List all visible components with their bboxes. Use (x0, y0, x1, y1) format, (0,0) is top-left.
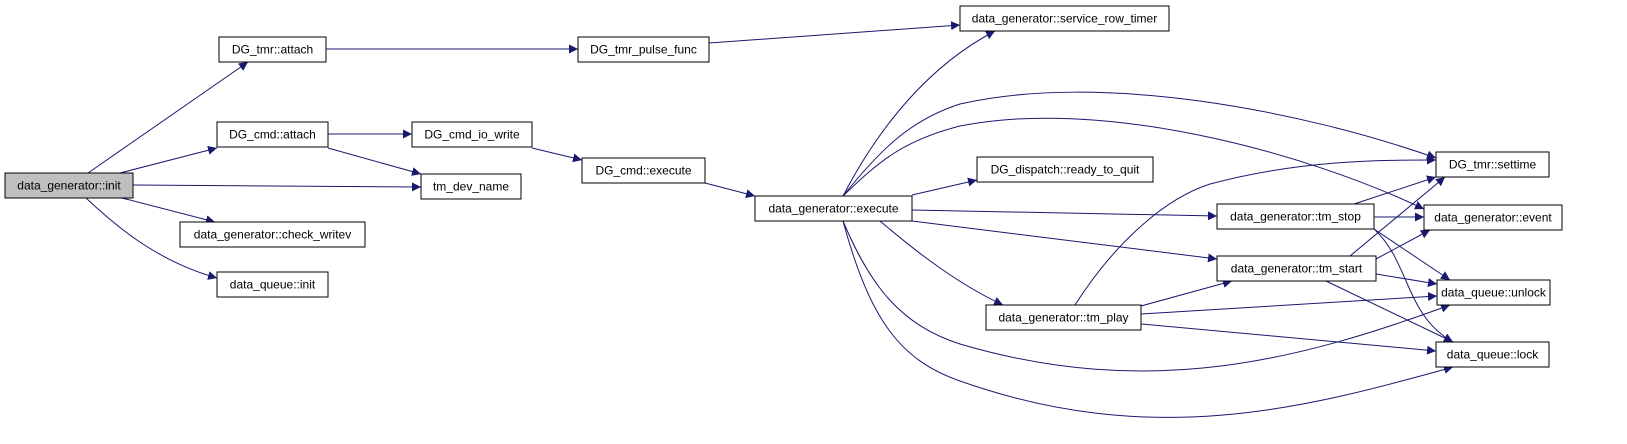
node-check-writev[interactable]: data_generator::check_writev (179, 221, 366, 248)
edge-gen-exec-to-tm-play (879, 220, 1004, 306)
svg-text:data_generator::check_writev: data_generator::check_writev (194, 228, 351, 242)
node-data-generator-init[interactable]: data_generator::init (4, 172, 134, 199)
svg-text:tm_dev_name: tm_dev_name (433, 180, 509, 194)
svg-text:data_generator::tm_stop: data_generator::tm_stop (1230, 210, 1361, 224)
edge-tm-start-to-lock (1325, 280, 1454, 343)
edge-cmd-attach-to-tm-dev (327, 147, 422, 176)
node-tm-stop[interactable]: data_generator::tm_stop (1216, 203, 1375, 230)
svg-text:data_queue::lock: data_queue::lock (1447, 348, 1539, 362)
svg-text:DG_cmd_io_write: DG_cmd_io_write (424, 128, 520, 142)
edge-cmd-exec-to-gen-exec (704, 182, 756, 199)
edge-gen-exec-to-lock (842, 220, 1454, 418)
nodes-layer: data_generator::init DG_tmr::attach DG_t… (4, 5, 1563, 368)
svg-text:data_generator::event: data_generator::event (1434, 211, 1552, 225)
svg-text:data_generator::service_row_ti: data_generator::service_row_timer (972, 12, 1157, 26)
edge-tm-play-to-tm-start (1140, 279, 1233, 307)
edge-tm-play-to-lock (1140, 323, 1437, 355)
node-dg-cmd-io-write[interactable]: DG_cmd_io_write (411, 121, 533, 148)
node-dg-tmr-settime[interactable]: DG_tmr::settime (1435, 151, 1550, 178)
node-tm-dev-name[interactable]: tm_dev_name (420, 173, 522, 200)
edge-gen-exec-to-settime (842, 91, 1437, 197)
edge-tm-start-to-unlock (1375, 273, 1438, 287)
edge-io-write-to-cmd-exec (531, 147, 583, 163)
svg-text:data_queue::init: data_queue::init (230, 278, 316, 292)
node-tm-start[interactable]: data_generator::tm_start (1216, 255, 1377, 282)
edge-gen-exec-to-service (842, 30, 996, 197)
edge-gen-exec-to-unlock (842, 220, 1451, 372)
node-data-generator-execute[interactable]: data_generator::execute (754, 195, 913, 222)
node-data-queue-lock[interactable]: data_queue::lock (1435, 341, 1550, 368)
svg-text:data_generator::init: data_generator::init (17, 179, 121, 193)
node-dg-cmd-attach[interactable]: DG_cmd::attach (216, 121, 329, 148)
edge-tm-stop-to-lock (1373, 228, 1454, 343)
node-data-queue-init[interactable]: data_queue::init (216, 271, 329, 298)
svg-text:DG_cmd::execute: DG_cmd::execute (595, 164, 691, 178)
svg-text:data_generator::execute: data_generator::execute (768, 202, 898, 216)
edge-tm-stop-to-unlock (1373, 228, 1451, 281)
svg-text:DG_tmr::settime: DG_tmr::settime (1449, 158, 1537, 172)
node-data-queue-unlock[interactable]: data_queue::unlock (1436, 279, 1551, 306)
edge-gen-exec-to-tm-start (911, 220, 1218, 263)
edge-init-to-tm-dev (132, 182, 422, 192)
node-data-generator-event[interactable]: data_generator::event (1423, 204, 1563, 231)
edge-gen-exec-to-event (842, 117, 1425, 210)
edge-tm-stop-to-settime (1353, 175, 1437, 205)
svg-text:data_queue::unlock: data_queue::unlock (1441, 286, 1547, 300)
node-ready-to-quit[interactable]: DG_dispatch::ready_to_quit (976, 156, 1154, 183)
svg-text:data_generator::tm_play: data_generator::tm_play (998, 311, 1128, 325)
svg-text:DG_tmr_pulse_func: DG_tmr_pulse_func (590, 43, 697, 57)
svg-text:DG_cmd::attach: DG_cmd::attach (229, 128, 316, 142)
node-service-row-timer[interactable]: data_generator::service_row_timer (959, 5, 1170, 32)
node-tm-play[interactable]: data_generator::tm_play (985, 304, 1142, 331)
edge-gen-exec-to-tm-stop (911, 209, 1218, 221)
edge-init-to-check (121, 197, 216, 225)
edge-init-to-tmr-attach (87, 61, 249, 174)
edge-tm-play-to-unlock (1140, 292, 1438, 315)
edge-tm-play-to-settime (1074, 155, 1437, 306)
edge-init-to-q-init (85, 197, 218, 280)
node-dg-cmd-execute[interactable]: DG_cmd::execute (581, 157, 706, 184)
svg-text:data_generator::tm_start: data_generator::tm_start (1231, 262, 1363, 276)
svg-text:DG_tmr::attach: DG_tmr::attach (232, 43, 313, 57)
node-dg-tmr-attach[interactable]: DG_tmr::attach (218, 36, 327, 63)
edge-tm-start-to-event (1375, 229, 1431, 260)
edge-gen-exec-to-ready (911, 177, 978, 196)
svg-text:DG_dispatch::ready_to_quit: DG_dispatch::ready_to_quit (991, 163, 1140, 177)
edge-pulse-to-service (708, 21, 961, 44)
edge-init-to-cmd-attach (119, 145, 218, 174)
edges-layer (85, 21, 1454, 418)
edge-tm-start-to-settime (1349, 176, 1446, 257)
node-dg-tmr-pulse-func[interactable]: DG_tmr_pulse_func (577, 36, 710, 63)
